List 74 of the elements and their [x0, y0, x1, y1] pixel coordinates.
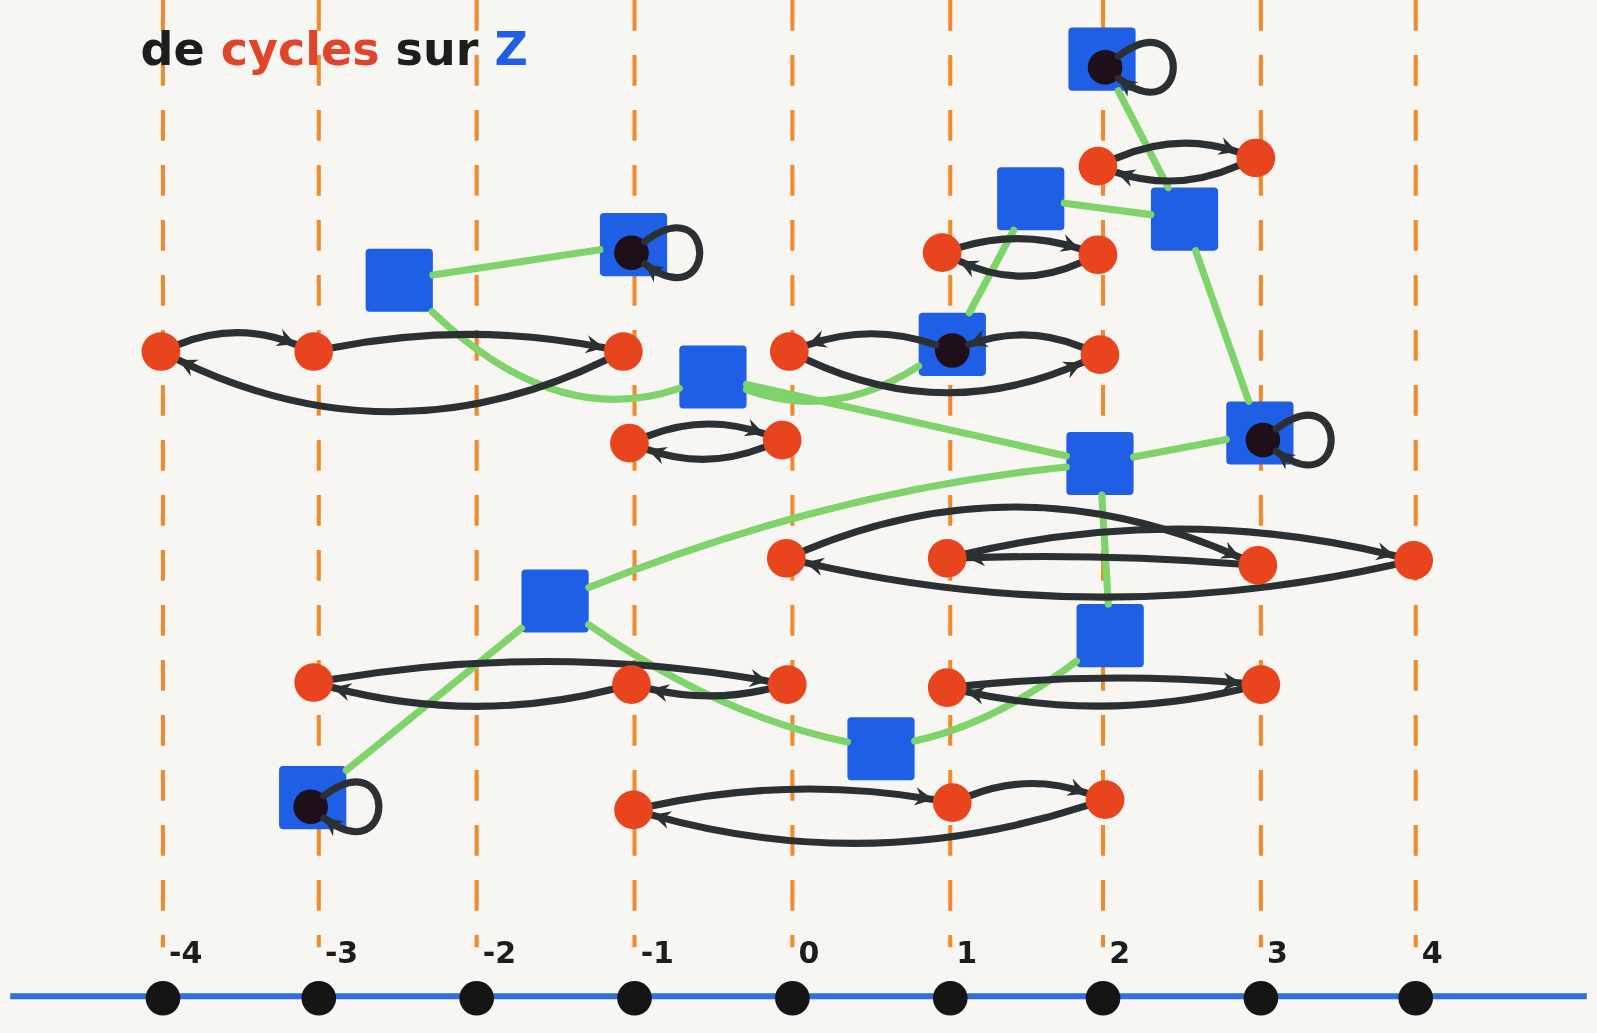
vertex-dot [1085, 780, 1125, 819]
vertex-dot [612, 665, 651, 704]
marker-square [279, 766, 347, 830]
tick-label: 3 [1267, 934, 1288, 970]
vertex-dot [766, 538, 806, 578]
vertex-dot [927, 668, 967, 707]
vertex-dot [1238, 546, 1278, 585]
vertex-dot [610, 423, 649, 463]
vertex-dot [141, 332, 181, 371]
vertex-dot [1241, 665, 1281, 704]
arrow [174, 356, 610, 416]
marker-square [1226, 401, 1294, 465]
arrow [644, 443, 768, 464]
tick-label: 0 [798, 934, 820, 970]
arrow [965, 330, 1086, 351]
vertex-dot [1078, 235, 1118, 275]
vertex-dot [614, 790, 653, 830]
connector-line [1114, 87, 1172, 192]
vertex-dot [927, 538, 967, 578]
vertex-dot [770, 332, 809, 371]
vertex-dot [1245, 422, 1281, 458]
loop-arrow [320, 778, 383, 836]
loop-arrow [1114, 39, 1177, 96]
vertex-dot [1087, 50, 1123, 85]
vertex-dot [767, 665, 807, 704]
loop-arrow [1272, 411, 1335, 469]
loop-arrow [641, 224, 704, 282]
connector-line [743, 380, 1070, 460]
connector-line [965, 226, 1018, 317]
marker-square [521, 569, 589, 633]
tick-label: 2 [1109, 934, 1130, 970]
marker-square [1066, 431, 1134, 496]
vertex-dot [1078, 146, 1118, 186]
marker-square [1150, 187, 1219, 251]
tick-label: -2 [482, 934, 517, 970]
vertex-dot [1394, 540, 1433, 580]
marker-square [1068, 27, 1136, 91]
arrow [804, 330, 940, 349]
vertex-dot [935, 333, 970, 368]
marker-square [679, 345, 747, 409]
connector-line [911, 657, 1081, 745]
vertex-dot [603, 332, 643, 371]
arrow [803, 356, 1086, 397]
connector-line [585, 621, 851, 746]
tick-label: 4 [1421, 934, 1443, 970]
vertex-dot [922, 233, 962, 273]
marker-square [918, 312, 986, 376]
vertex-dot [614, 235, 649, 270]
tick-label: -4 [169, 934, 203, 970]
marker-square [997, 167, 1065, 231]
vertex-dot [1236, 138, 1276, 178]
title: de cycles sur Z [140, 22, 528, 77]
vertex-dot [294, 663, 334, 702]
connector-line [1130, 435, 1230, 461]
connector-line [342, 624, 526, 774]
vertex-dot [293, 789, 328, 825]
connector-line [1098, 491, 1112, 608]
arrow [175, 329, 300, 348]
vertex-dot [932, 783, 972, 823]
marker-square [1076, 604, 1144, 668]
vertex-dot [294, 332, 334, 371]
connector-line [429, 246, 604, 279]
marker-square [365, 248, 433, 312]
vertex-dot [762, 420, 802, 460]
connector-line [743, 362, 923, 405]
tick-label: -3 [324, 934, 359, 970]
marker-square [847, 717, 915, 781]
connector-line [585, 463, 1070, 592]
tick-label: 1 [956, 934, 978, 970]
connector-line [1192, 247, 1253, 405]
connector-line [1060, 199, 1155, 219]
vertex-dot [1080, 335, 1120, 374]
tick-label: -1 [640, 934, 674, 970]
connector-line [428, 308, 683, 403]
